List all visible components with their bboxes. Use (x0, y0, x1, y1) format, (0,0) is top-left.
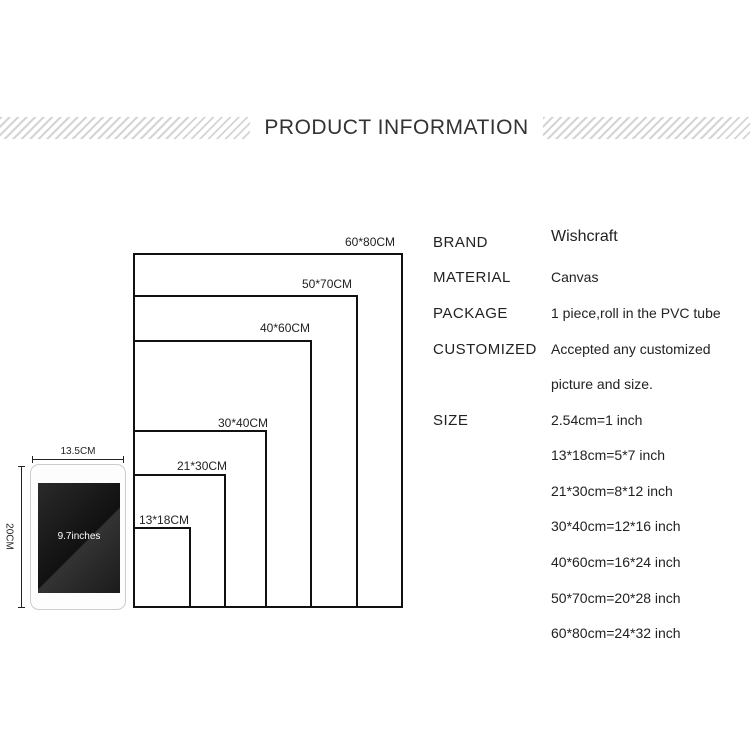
spec-label-customized: CUSTOMIZED (433, 341, 537, 358)
size-label-40x60: 40*60CM (260, 321, 311, 335)
spec-label-package: PACKAGE (433, 305, 508, 322)
spec-value-brand: Wishcraft (551, 228, 618, 245)
tablet-screen: 9.7inches (38, 483, 120, 593)
size-label-21x30: 21*30CM (177, 459, 228, 473)
tablet-icon: 9.7inches (30, 464, 126, 610)
spec-value-size: 2.54cm=1 inch (551, 412, 643, 428)
tablet-height-label: 20CM (3, 523, 15, 550)
spec-value-size: 30*40cm=12*16 inch (551, 518, 681, 534)
spec-value-material: Canvas (551, 269, 599, 285)
spec-value-size: 50*70cm=20*28 inch (551, 590, 681, 606)
page-title: PRODUCT INFORMATION (264, 116, 529, 139)
spec-value-size: 21*30cm=8*12 inch (551, 483, 673, 499)
spec-value-customized-2: picture and size. (551, 376, 653, 392)
spec-value-size: 13*18cm=5*7 inch (551, 447, 666, 463)
tablet-screen-label: 9.7inches (57, 531, 101, 542)
tablet-width-label: 13.5CM (60, 446, 96, 457)
diagram-baseline (133, 606, 403, 608)
spec-value-customized-1: Accepted any customized (551, 341, 711, 357)
size-label-30x40: 30*40CM (218, 416, 269, 430)
spec-value-package: 1 piece,roll in the PVC tube (551, 305, 721, 321)
header-hatch-left (0, 117, 250, 139)
spec-label-brand: BRAND (433, 234, 489, 251)
spec-label-material: MATERIAL (433, 269, 511, 286)
tablet-height-dimension (18, 466, 25, 608)
size-box-13x18 (133, 527, 191, 608)
spec-label-size: SIZE (433, 412, 469, 429)
spec-value-size: 40*60cm=16*24 inch (551, 554, 681, 570)
tablet-width-dimension (32, 456, 124, 463)
header-hatch-right (543, 117, 750, 139)
spec-value-size: 60*80cm=24*32 inch (551, 625, 681, 641)
size-label-60x80: 60*80CM (345, 235, 396, 249)
size-label-50x70: 50*70CM (302, 277, 353, 291)
size-label-13x18: 13*18CM (139, 513, 190, 527)
